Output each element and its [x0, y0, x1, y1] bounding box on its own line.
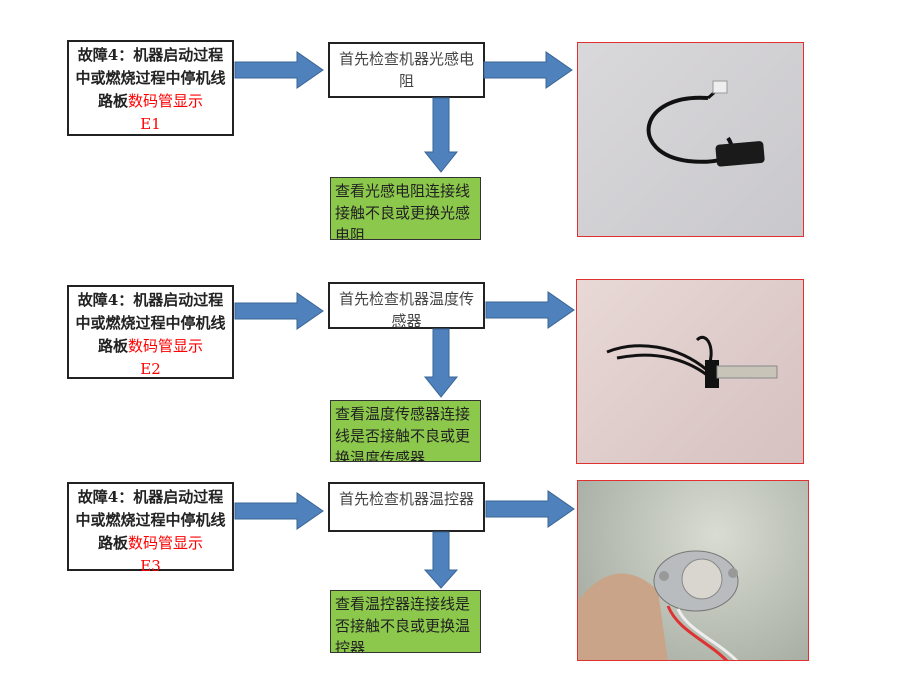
fault-highlight: 数码管显示 [128, 337, 204, 355]
check-text: 首先检查机器温度传感器 [338, 290, 474, 330]
fix-box-e3: 查看温控器连接线是否接触不良或更换温控器 [330, 590, 481, 653]
thermostat-image [578, 550, 739, 660]
light-sensor-photo [577, 42, 804, 237]
fix-text: 查看温控器连接线是否接触不良或更换温控器 [335, 595, 471, 653]
temperature-sensor-photo [576, 279, 804, 464]
down-arrow-icon [423, 97, 459, 173]
down-arrow-icon [423, 328, 459, 398]
right-arrow-icon [485, 490, 575, 528]
right-arrow-icon [485, 291, 575, 329]
fix-text: 查看光感电阻连接线接触不良或更换光感电阻 [335, 182, 471, 240]
light-sensor-image [646, 80, 765, 167]
fix-box-e2: 查看温度传感器连接线是否接触不良或更换温度传感器 [330, 400, 481, 462]
thermostat-photo [577, 480, 809, 661]
check-box-e1: 首先检查机器光感电阻 [328, 42, 485, 98]
fault-box-e1: 故障4：机器启动过程中或燃烧过程中停机线路板数码管显示 E1 [67, 40, 234, 136]
right-arrow-icon [483, 51, 573, 89]
fault-code: E2 [140, 360, 161, 378]
check-box-e2: 首先检查机器温度传感器 [328, 282, 485, 330]
fault-text: 故障4：机器启动过程中或燃烧过程中停机线路板 [75, 291, 226, 355]
fault-box-e2: 故障4：机器启动过程中或燃烧过程中停机线路板数码管显示 E2 [67, 285, 234, 379]
check-text: 首先检查机器温控器 [338, 490, 474, 508]
fault-box-e3: 故障4：机器启动过程中或燃烧过程中停机线路板数码管显示 E3 [67, 482, 234, 575]
check-text: 首先检查机器光感电阻 [338, 50, 474, 90]
fix-text: 查看温度传感器连接线是否接触不良或更换温度传感器 [335, 405, 471, 462]
fault-text: 故障4：机器启动过程中或燃烧过程中停机线路板 [75, 46, 226, 110]
temperature-sensor-image [606, 336, 778, 388]
check-box-e3: 首先检查机器温控器 [328, 482, 485, 532]
fault-code: E3 [140, 557, 161, 575]
right-arrow-icon [234, 51, 324, 89]
fault-text: 故障4：机器启动过程中或燃烧过程中停机线路板 [75, 488, 226, 552]
fault-highlight: 数码管显示 [128, 92, 204, 110]
right-arrow-icon [234, 492, 324, 530]
fault-highlight: 数码管显示 [128, 534, 204, 552]
down-arrow-icon [423, 531, 459, 589]
right-arrow-icon [234, 292, 324, 330]
fault-code: E1 [140, 115, 161, 133]
fix-box-e1: 查看光感电阻连接线接触不良或更换光感电阻 [330, 177, 481, 240]
